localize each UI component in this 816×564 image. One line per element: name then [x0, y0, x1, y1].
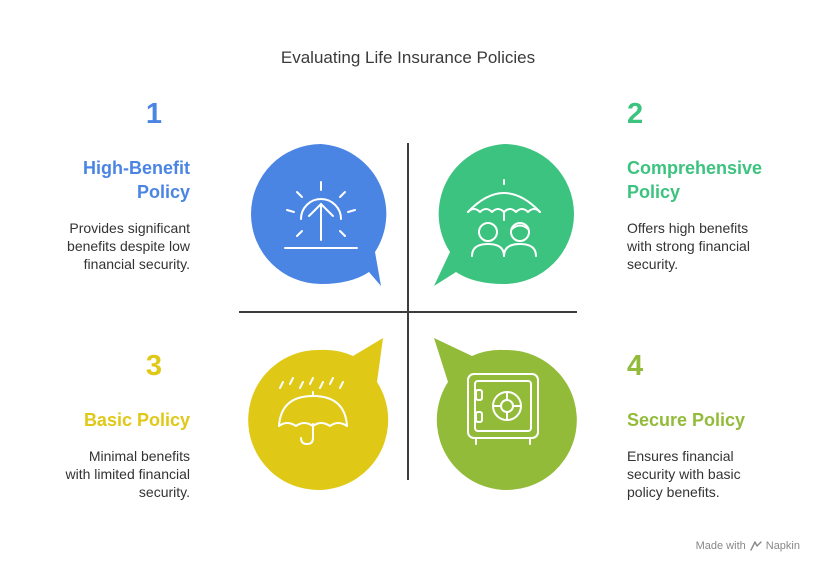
quadrant-1-heading-line: Policy [136, 182, 190, 202]
quadrant-4-desc-line: Ensures financial [627, 448, 734, 464]
watermark-brand: Napkin [765, 540, 800, 552]
family-umbrella-icon [467, 179, 541, 257]
quadrant-1-desc-line: Provides significant [69, 220, 190, 236]
sunrise-arrow-icon [284, 181, 358, 249]
safe-icon [467, 373, 539, 445]
quadrant-3-description: Minimal benefits with limited financial … [10, 447, 191, 501]
quadrant-1-desc-line: benefits despite low [67, 238, 190, 254]
horizontal-axis-line [239, 311, 577, 313]
quadrant-4-desc-line: security with basic [627, 466, 741, 482]
bubble-shape [434, 338, 577, 490]
quadrant-1-desc-line: financial security. [83, 256, 190, 272]
quadrant-3-desc-line: security. [138, 484, 190, 500]
quadrant-1-description: Provides significant benefits despite lo… [10, 219, 190, 273]
quadrant-4-number: 4 [627, 350, 644, 382]
quadrant-1-heading-line: High-Benefit [83, 158, 190, 178]
quadrant-3-desc-line: Minimal benefits [88, 448, 190, 464]
umbrella-rain-icon [278, 377, 348, 445]
quadrant-2-heading: Comprehensive Policy [627, 156, 816, 204]
quadrant-3-heading: Basic Policy [0, 408, 190, 432]
quadrant-4-heading: Secure Policy [627, 408, 816, 432]
quadrant-4-description: Ensures financial security with basic po… [627, 447, 807, 501]
quadrant-2-desc-line: with strong financial [627, 238, 750, 254]
watermark-made-with: Made with [695, 540, 746, 552]
quadrant-1-number: 1 [145, 98, 162, 130]
napkin-logo-icon [750, 541, 762, 551]
bubble-shape [248, 338, 389, 490]
quadrant-2-bubble [420, 144, 580, 304]
quadrant-2-desc-line: Offers high benefits [627, 220, 749, 236]
quadrant-1-heading: High-Benefit Policy [0, 156, 190, 204]
quadrant-1-bubble [241, 144, 401, 304]
quadrant-4-desc-line: policy benefits. [627, 484, 720, 500]
quadrant-2-description: Offers high benefits with strong financi… [627, 219, 807, 273]
bubble-shape [251, 144, 387, 286]
diagram-title: Evaluating Life Insurance Policies [280, 48, 536, 67]
quadrant-3-desc-line: with limited financial [65, 466, 191, 482]
quadrant-2-desc-line: security. [627, 256, 679, 272]
quadrant-2-heading-line: Comprehensive [627, 158, 763, 178]
quadrant-3-number: 3 [145, 350, 162, 382]
quadrant-3-heading-line: Basic Policy [83, 410, 190, 430]
quadrant-4-bubble [420, 334, 580, 494]
quadrant-3-bubble [241, 334, 401, 494]
quadrant-4-heading-line: Secure Policy [627, 410, 746, 430]
quadrant-2-number: 2 [627, 98, 644, 130]
napkin-watermark[interactable]: Made with Napkin [696, 540, 800, 552]
quadrant-2-heading-line: Policy [627, 182, 681, 202]
